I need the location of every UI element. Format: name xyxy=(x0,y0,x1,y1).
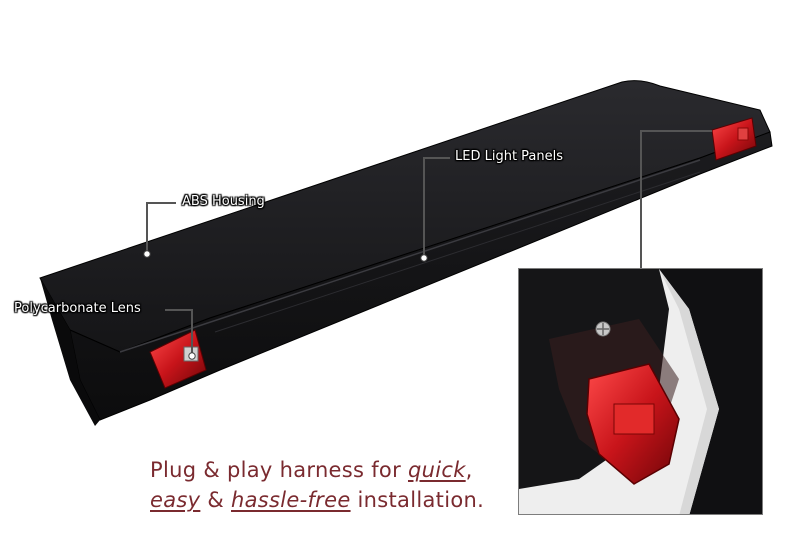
harness-closeup-illustration xyxy=(519,269,762,514)
caption-line2-suffix: installation. xyxy=(350,488,485,512)
callout-dot-icon xyxy=(420,254,428,262)
caption-line1-suffix: , xyxy=(465,458,473,482)
left-end-cap xyxy=(40,278,100,426)
callout-dot-icon xyxy=(143,250,151,258)
abs-housing-label: ABS Housing xyxy=(182,194,265,209)
polycarbonate-lens-label: Polycarbonate Lens xyxy=(14,301,141,316)
abs-housing-callout-line xyxy=(146,202,176,254)
callout-dot-icon xyxy=(188,352,196,360)
led-light-panels-label: LED Light Panels xyxy=(455,149,564,164)
led-panels-callout-line xyxy=(423,157,450,258)
inset-connector-line xyxy=(640,130,712,270)
caption-quick: quick xyxy=(407,458,466,482)
harness-closeup-inset xyxy=(518,268,763,515)
caption-easy: easy xyxy=(150,488,201,512)
caption-line2-mid: & xyxy=(200,488,231,512)
installation-caption: Plug & play harness for quick, easy & ha… xyxy=(150,455,484,515)
caption-hassle-free: hassle-free xyxy=(231,488,351,512)
caption-line-1: Plug & play harness for quick, xyxy=(150,455,484,485)
caption-line-2: easy & hassle-free installation. xyxy=(150,485,484,515)
caption-line1-prefix: Plug & play harness for xyxy=(150,458,408,482)
lens-callout-line xyxy=(165,309,193,356)
